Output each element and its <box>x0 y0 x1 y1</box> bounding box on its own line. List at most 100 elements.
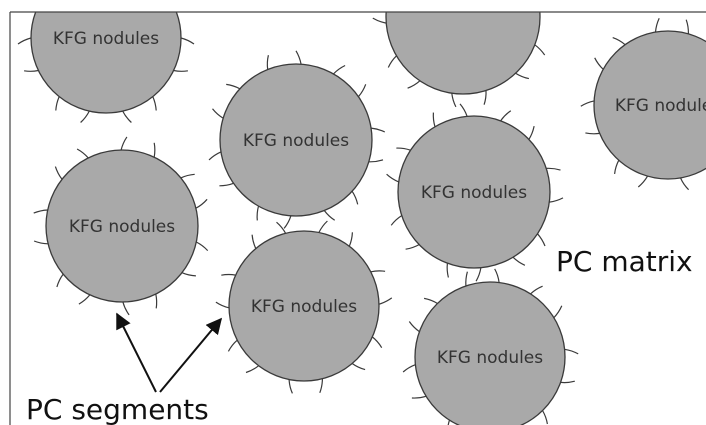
pc-segment <box>256 205 260 221</box>
pc-segment <box>432 112 436 127</box>
pc-segment <box>494 268 500 283</box>
pc-segments-label: PC segments <box>26 393 209 425</box>
pc-segment <box>612 37 626 46</box>
pc-segment <box>351 190 359 205</box>
pc-segment <box>560 380 575 384</box>
pc-segment <box>371 127 386 133</box>
pc-segment <box>276 221 287 234</box>
kfg-nodule: KFG nodules <box>215 220 393 394</box>
kfg-nodule: KFG nodules <box>33 136 209 316</box>
nodule-circle <box>228 230 380 382</box>
pc-segment <box>33 209 48 214</box>
pc-segment <box>33 240 49 245</box>
pc-segment <box>500 110 512 122</box>
pc-segment <box>378 297 393 305</box>
pc-segment <box>245 365 260 374</box>
pc-segment <box>348 232 353 247</box>
pc-segment <box>396 147 411 151</box>
nodule-label: KFG nodules <box>421 183 527 203</box>
nodule-circle <box>219 63 373 217</box>
pc-segment <box>411 395 427 399</box>
nodule-circle <box>30 12 182 114</box>
pc-segment <box>333 64 346 75</box>
pc-segment <box>541 410 548 425</box>
pc-segment <box>24 69 39 72</box>
pc-segment <box>323 210 336 221</box>
nodule-circle <box>385 12 541 95</box>
nodule-label: KFG nodules <box>615 96 706 116</box>
kfg-nodule: KFG nodules <box>402 268 579 425</box>
pc-segment <box>654 17 660 33</box>
nodule-circle <box>397 115 551 269</box>
pc-segment <box>534 44 546 56</box>
pc-segment <box>180 37 195 45</box>
pc-segment <box>196 241 209 252</box>
pc-segment <box>423 297 438 305</box>
kfg-nodule <box>372 12 546 108</box>
kfg-nodule: KFG nodules <box>17 12 195 123</box>
pc-segment <box>173 69 188 72</box>
segment-arrow-right <box>159 317 223 393</box>
pc-segment <box>553 305 563 319</box>
pc-segment <box>370 270 386 273</box>
pc-segment <box>76 148 89 159</box>
kfg-nodule: KFG nodules <box>386 103 564 282</box>
nodule-label: KFG nodules <box>69 217 175 237</box>
pc-segment <box>251 234 257 249</box>
pc-segment <box>120 136 128 151</box>
pc-segment <box>372 17 387 24</box>
pc-segment <box>227 339 238 352</box>
pc-segment <box>318 220 328 233</box>
pc-segment <box>408 321 420 333</box>
pc-segment <box>181 272 196 277</box>
pc-segment <box>451 93 457 108</box>
pc-segment <box>155 293 158 309</box>
pc-segment <box>368 159 384 163</box>
nodule-label: KFG nodules <box>251 297 357 317</box>
pc-segment <box>483 90 487 105</box>
kfg-nodule: KFG nodules <box>208 50 386 229</box>
pc-segment <box>594 57 604 70</box>
nodule-circle <box>45 149 199 303</box>
pc-segment <box>537 233 546 247</box>
pc-segment <box>295 50 302 65</box>
pc-segment <box>530 285 543 295</box>
nodule-label: KFG nodules <box>243 131 349 151</box>
pc-segment <box>614 159 620 174</box>
pc-segment <box>679 177 690 191</box>
pc-segment <box>564 348 579 355</box>
pc-segment <box>512 256 526 266</box>
pc-segment <box>288 379 293 394</box>
pc-segment <box>446 263 449 278</box>
pc-segment <box>637 175 649 188</box>
pc-segment <box>390 215 403 226</box>
pc-segment <box>371 336 383 349</box>
pc-segment <box>447 419 451 425</box>
pc-segment <box>208 151 222 161</box>
pc-segment <box>80 110 90 123</box>
pc-segment <box>54 166 63 180</box>
pc-segment <box>387 55 397 68</box>
pc-segment <box>405 244 420 250</box>
pc-segment <box>122 110 132 123</box>
pc-segment <box>17 37 32 45</box>
pc-segment <box>266 55 269 70</box>
pc-segment <box>212 108 224 119</box>
pc-segment <box>221 273 236 276</box>
pc-segment <box>152 96 157 111</box>
pc-segment <box>78 294 91 305</box>
pc-segment <box>283 215 292 229</box>
pc-segment <box>465 271 468 287</box>
nodule-label: KFG nodules <box>53 29 159 49</box>
pc-segment <box>402 364 416 373</box>
pc-segment <box>386 173 399 183</box>
pc-segment <box>515 72 530 80</box>
pc-segment <box>219 182 234 187</box>
pc-segment <box>56 273 64 288</box>
pc-segment <box>585 132 600 135</box>
pc-segment <box>459 103 468 117</box>
pc-segment <box>195 198 208 209</box>
pc-segment <box>180 173 195 179</box>
